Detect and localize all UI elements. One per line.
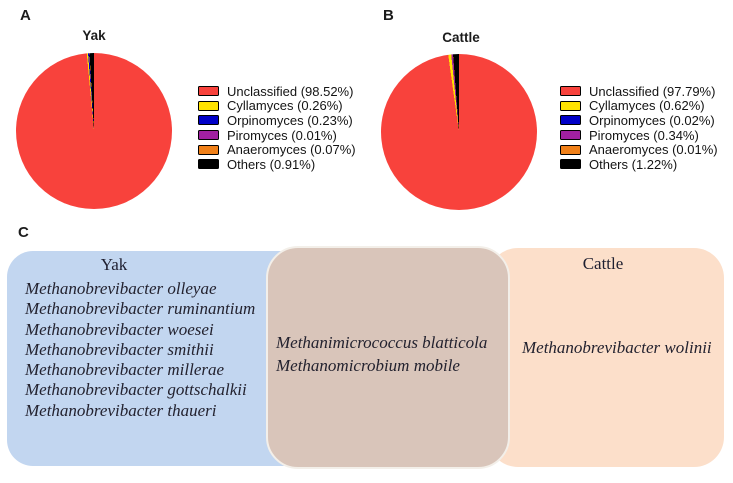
legend-label: Orpinomyces (0.23%) (227, 112, 353, 128)
legend-label: Anaeromyces (0.07%) (227, 142, 356, 158)
legend-label: Unclassified (98.52%) (227, 83, 354, 99)
panel-a-label: A (20, 7, 32, 24)
species-item: Methanobrevibacter ruminantium (25, 299, 256, 319)
species-item: Methanomicrobium mobile (276, 356, 460, 375)
legend-label: Others (0.91%) (227, 156, 316, 172)
legend-swatch-icon (198, 86, 219, 97)
species-item: Methanobrevibacter olleyae (25, 279, 217, 298)
legend-row: Others (0.91%) (198, 157, 356, 172)
cattle-species-list: Methanobrevibacter wolinii (522, 336, 712, 359)
species-item: Methanobrevibacter smithii (25, 339, 214, 359)
legend-row: Piromyces (0.34%) (560, 128, 718, 143)
legend-label: Anaeromyces (0.01%) (589, 142, 718, 158)
legend-swatch-icon (560, 115, 581, 126)
legend-label: Unclassified (97.79%) (589, 83, 716, 99)
venn-yak-title: Yak (100, 255, 128, 274)
legend-swatch-icon (198, 100, 219, 111)
legend-row: Piromyces (0.01%) (198, 128, 356, 143)
panel-b-label: B (383, 7, 395, 24)
legend-row: Cyllamyces (0.62%) (560, 98, 718, 114)
pie-chart-yak (16, 53, 172, 209)
legend-swatch-icon (560, 130, 581, 141)
venn-cattle-title: Cattle (582, 254, 624, 273)
legend-swatch-icon (198, 130, 219, 141)
legend-row: Orpinomyces (0.23%) (198, 113, 356, 128)
legend-row: Cyllamyces (0.26%) (198, 98, 356, 114)
pie-b-legend: Unclassified (97.79%)Cyllamyces (0.62%)O… (560, 84, 718, 172)
legend-label: Others (1.22%) (589, 156, 678, 172)
pie-b-title: Cattle (442, 30, 480, 45)
legend-swatch-icon (198, 144, 219, 155)
legend-row: Orpinomyces (0.02%) (560, 113, 718, 128)
species-item: Methanobrevibacter millerae (25, 360, 225, 380)
legend-swatch-icon (560, 159, 581, 170)
legend-swatch-icon (198, 159, 219, 170)
legend-label: Orpinomyces (0.02%) (589, 112, 715, 128)
pie-chart-cattle (381, 54, 537, 210)
legend-swatch-icon (560, 144, 581, 155)
species-item: Methanobrevibacter wolinii (522, 338, 712, 357)
legend-row: Unclassified (98.52%) (198, 84, 356, 99)
legend-swatch-icon (560, 100, 581, 111)
species-item: Methanimicrococcus blatticola (276, 333, 488, 352)
species-item: Methanobrevibacter woesei (25, 319, 214, 339)
legend-label: Cyllamyces (0.62%) (589, 98, 705, 114)
legend-row: Anaeromyces (0.07%) (198, 142, 356, 157)
legend-label: Piromyces (0.34%) (589, 127, 699, 143)
venn-cattle-box (488, 248, 724, 467)
legend-label: Piromyces (0.01%) (227, 127, 337, 143)
legend-row: Others (1.22%) (560, 157, 718, 172)
species-item: Methanobrevibacter gottschalkii (25, 380, 247, 400)
legend-row: Unclassified (97.79%) (560, 84, 718, 99)
venn-overlap-box (266, 246, 510, 469)
panel-c-label: C (18, 224, 30, 241)
species-item: Methanobrevibacter thaueri (25, 400, 217, 420)
legend-row: Anaeromyces (0.01%) (560, 142, 718, 157)
legend-swatch-icon (560, 86, 581, 97)
legend-label: Cyllamyces (0.26%) (227, 98, 343, 114)
pie-a-legend: Unclassified (98.52%)Cyllamyces (0.26%)O… (198, 84, 356, 172)
legend-swatch-icon (198, 115, 219, 126)
pie-a-title: Yak (82, 28, 106, 43)
